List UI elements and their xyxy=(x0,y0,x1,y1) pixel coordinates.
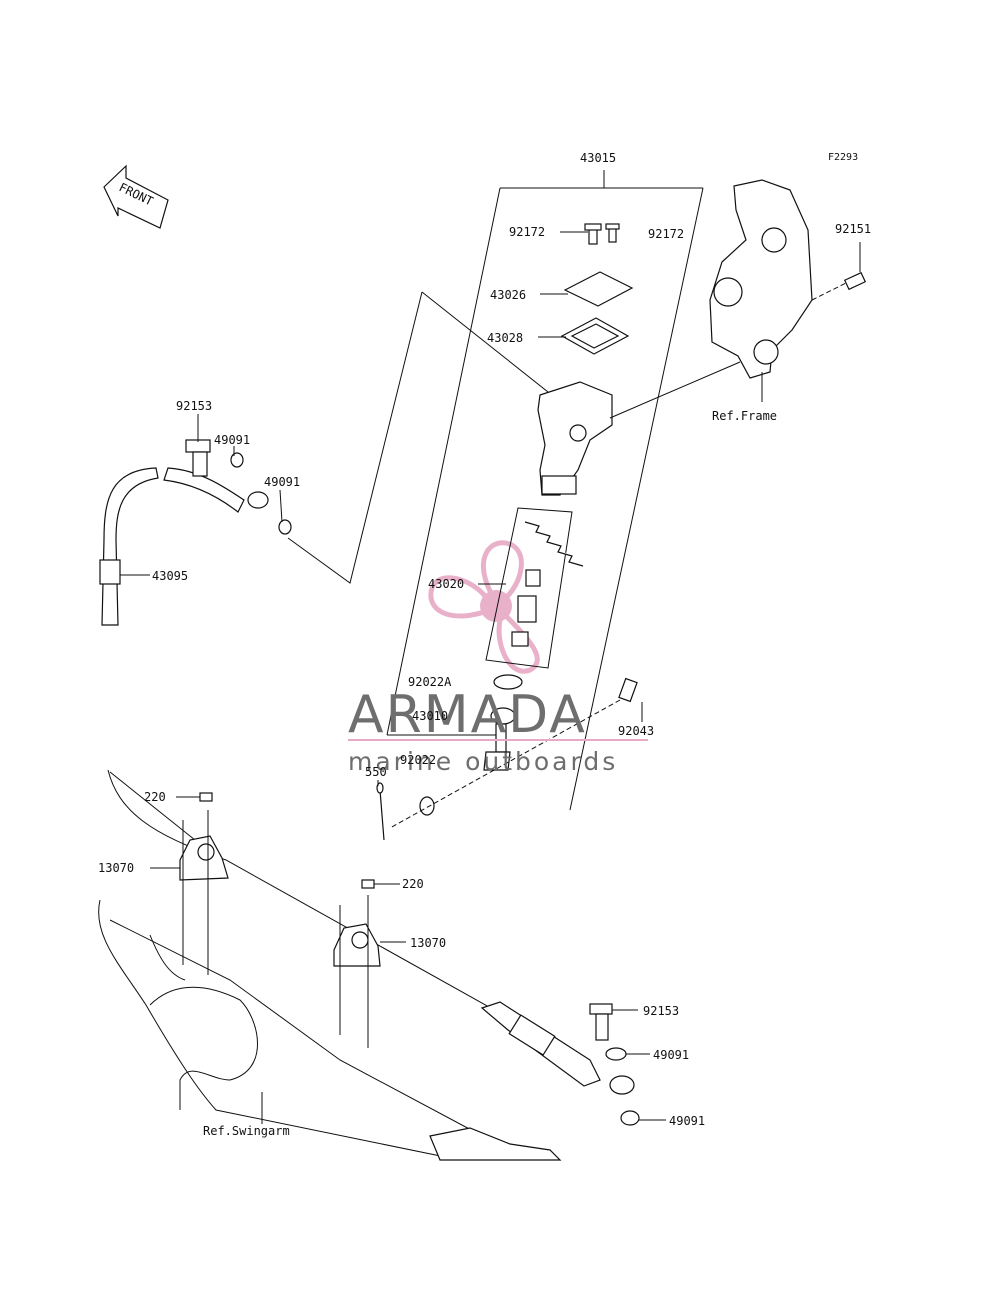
label-49091-c: 49091 xyxy=(653,1048,689,1062)
propeller-logo-icon xyxy=(428,540,540,674)
watermark-brand: ARMADA xyxy=(348,685,587,745)
hose-43095 xyxy=(99,439,292,626)
label-92153-a: 92153 xyxy=(176,399,212,413)
label-43028: 43028 xyxy=(487,331,523,345)
frame-bracket xyxy=(609,179,867,419)
label-ref-swingarm: Ref.Swingarm xyxy=(203,1124,290,1138)
watermark-tagline: marine outboards xyxy=(348,747,618,776)
label-92043: 92043 xyxy=(618,724,654,738)
label-49091-b: 49091 xyxy=(264,475,300,489)
lower-hose-assembly xyxy=(98,769,640,1161)
label-92022A: 92022A xyxy=(408,675,452,689)
assembly-43015-bracket xyxy=(386,170,704,811)
diagram-code: F2293 xyxy=(828,152,858,163)
master-cylinder xyxy=(376,223,638,841)
label-220-a: 220 xyxy=(144,790,166,804)
label-92172-b: 92172 xyxy=(648,227,684,241)
label-92151: 92151 xyxy=(835,222,871,236)
label-49091-a: 49091 xyxy=(214,433,250,447)
label-92153-b: 92153 xyxy=(643,1004,679,1018)
label-92172-a: 92172 xyxy=(509,225,545,239)
label-43026: 43026 xyxy=(490,288,526,302)
label-220-b: 220 xyxy=(402,877,424,891)
label-550: 550 xyxy=(365,765,387,779)
front-arrow-icon: FRONT xyxy=(103,164,169,229)
label-13070-b: 13070 xyxy=(410,936,446,950)
label-92022: 92022 xyxy=(400,753,436,767)
label-ref-frame: Ref.Frame xyxy=(712,409,777,423)
leader-lines xyxy=(120,231,666,1124)
label-43095: 43095 xyxy=(152,569,188,583)
label-13070-a: 13070 xyxy=(98,861,134,875)
label-43020: 43020 xyxy=(428,577,464,591)
label-43015: 43015 xyxy=(580,151,616,165)
label-49091-d: 49091 xyxy=(669,1114,705,1128)
label-43010: 43010 xyxy=(412,709,448,723)
